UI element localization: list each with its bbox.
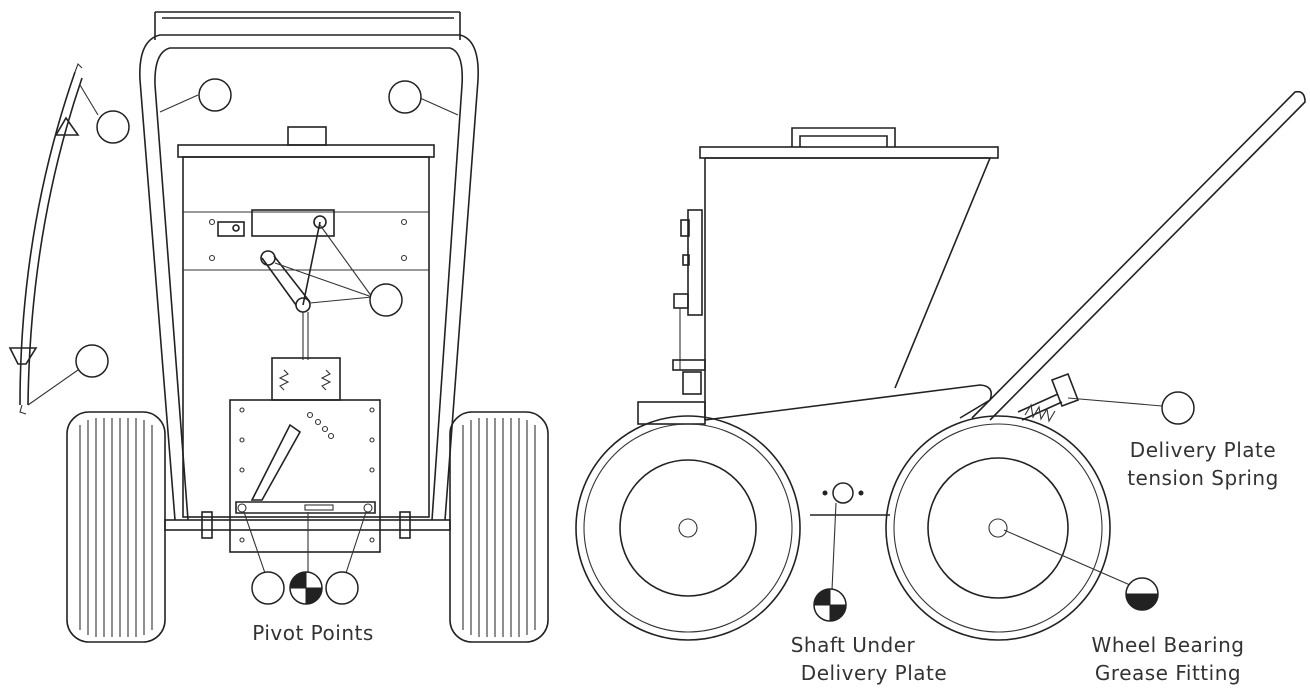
control-cable bbox=[19, 71, 76, 406]
spring-oil-point bbox=[1161, 391, 1195, 425]
front-hopper-lid bbox=[287, 126, 327, 146]
oil-point-linkage bbox=[369, 283, 403, 317]
oil-point-handle-left bbox=[198, 78, 232, 112]
oil-point-handle-right bbox=[388, 80, 422, 114]
front-handle-outer bbox=[139, 34, 479, 521]
pivot-points-label: Pivot Points bbox=[252, 621, 374, 645]
side-left-wheel bbox=[575, 415, 801, 641]
tension-spring-bolt bbox=[1050, 372, 1080, 408]
front-view: Pivot Points bbox=[8, 11, 549, 645]
grease-fitting-icon bbox=[1125, 577, 1159, 611]
side-view: Shaft Under Delivery Plate Delivery Plat… bbox=[575, 90, 1306, 685]
grease-point-icon bbox=[289, 571, 323, 605]
shaft-grease-point-icon bbox=[813, 588, 847, 622]
shaft-label-line1: Shaft Under bbox=[791, 633, 916, 657]
front-hopper-body bbox=[182, 156, 430, 518]
front-right-wheel bbox=[449, 411, 549, 643]
front-gate-plate bbox=[229, 399, 381, 553]
oil-point-pivot-left bbox=[251, 571, 285, 605]
shaft-oil-point bbox=[832, 482, 854, 504]
spring-label-line2: tension Spring bbox=[1127, 466, 1279, 490]
wheel-label-line1: Wheel Bearing bbox=[1092, 633, 1245, 657]
front-handle-top bbox=[154, 11, 461, 40]
front-handle-inner bbox=[154, 47, 464, 521]
front-left-wheel bbox=[66, 411, 166, 643]
front-hopper-rim bbox=[177, 144, 435, 158]
front-control-plate bbox=[251, 209, 335, 237]
side-handle bbox=[971, 90, 1306, 421]
shaft-label-line2: Delivery Plate bbox=[801, 661, 947, 685]
side-right-wheel bbox=[885, 415, 1111, 641]
spring-label-line1: Delivery Plate bbox=[1130, 438, 1276, 462]
wheel-label-line2: Grease Fitting bbox=[1095, 661, 1241, 685]
oil-point-cable-bottom bbox=[75, 344, 109, 378]
side-hopper-body bbox=[704, 157, 992, 420]
oil-point-cable-top bbox=[96, 110, 130, 144]
oil-point-pivot-right bbox=[325, 571, 359, 605]
side-frame bbox=[704, 384, 993, 421]
side-hopper-rim bbox=[699, 146, 999, 159]
